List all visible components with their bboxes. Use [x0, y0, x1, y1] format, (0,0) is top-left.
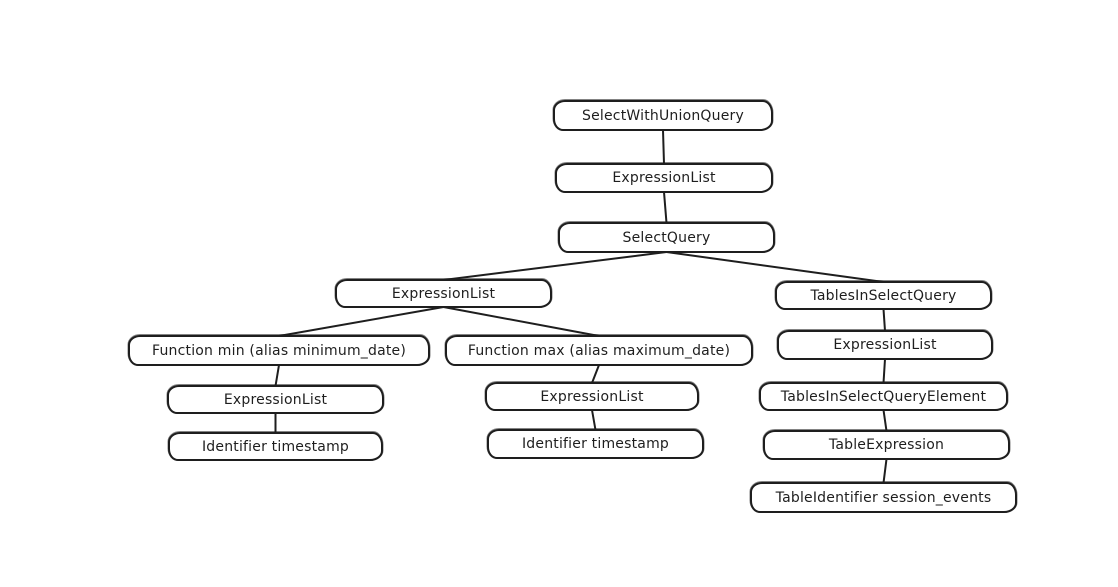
- tree-node-expression-list-top: ExpressionList: [555, 163, 773, 193]
- tree-node-identifier-timestamp-max: Identifier timestamp: [487, 429, 704, 459]
- tree-node-expression-list-max: ExpressionList: [485, 382, 699, 411]
- tree-node-table-identifier: TableIdentifier session_events: [750, 482, 1017, 513]
- tree-node-identifier-timestamp-min: Identifier timestamp: [168, 432, 383, 461]
- edge-tables-in-select-query-to-expression-list-tables: [882, 308, 886, 332]
- edge-expression-list-select-to-function-min: [278, 306, 445, 337]
- tree-node-tables-in-select-query: TablesInSelectQuery: [775, 281, 992, 310]
- tree-node-select-query: SelectQuery: [558, 222, 775, 253]
- tree-node-expression-list-min: ExpressionList: [167, 385, 384, 414]
- edge-select-query-to-tables-in-select-query: [665, 251, 885, 283]
- edge-expression-list-tables-to-tables-in-select-query-element: [882, 358, 886, 384]
- edge-function-min-to-expression-list-min: [274, 364, 280, 387]
- edge-function-max-to-expression-list-max: [591, 364, 600, 384]
- edge-tables-in-select-query-element-to-table-expression: [882, 409, 888, 432]
- tree-node-tables-in-select-query-element: TablesInSelectQueryElement: [759, 382, 1008, 411]
- edge-select-query-to-expression-list-select: [442, 251, 668, 281]
- tree-node-table-expression: TableExpression: [763, 430, 1010, 460]
- tree-node-expression-list-tables: ExpressionList: [777, 330, 993, 360]
- edge-table-expression-to-table-identifier: [882, 458, 888, 484]
- tree-node-function-min: Function min (alias minimum_date): [128, 335, 430, 366]
- tree-node-expression-list-select: ExpressionList: [335, 279, 552, 308]
- edge-expression-list-select-to-function-max: [442, 306, 600, 337]
- tree-node-function-max: Function max (alias maximum_date): [445, 335, 753, 366]
- edge-expression-list-max-to-identifier-timestamp-max: [591, 409, 597, 431]
- tree-node-select-with-union-query: SelectWithUnionQuery: [553, 100, 773, 131]
- edge-expression-list-top-to-select-query: [663, 191, 668, 224]
- edge-select-with-union-query-to-expression-list-top: [662, 129, 665, 165]
